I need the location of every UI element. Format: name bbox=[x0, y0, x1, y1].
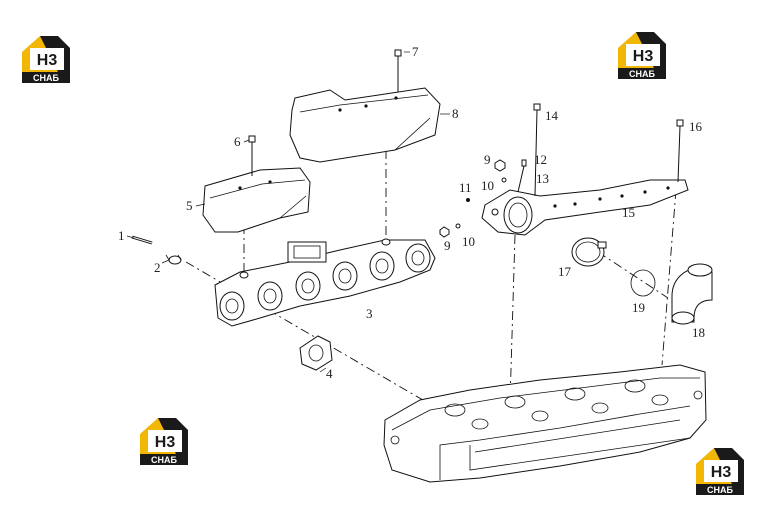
bolt-7 bbox=[394, 49, 402, 92]
logo-text-bottom: CHAБ bbox=[33, 73, 59, 83]
heat-shield-upper bbox=[289, 87, 441, 163]
callout-12: 12 bbox=[534, 152, 547, 167]
brand-logo: H3 CHAБ bbox=[140, 418, 188, 465]
callout-4: 4 bbox=[326, 366, 333, 381]
bolt-16 bbox=[676, 119, 684, 183]
callout-11: 11 bbox=[459, 180, 472, 195]
heat-shield-lower bbox=[202, 167, 311, 233]
logo-text-top: H3 bbox=[37, 52, 58, 69]
assembly-line bbox=[185, 261, 441, 411]
cylinder-head bbox=[383, 364, 707, 483]
assembly-line bbox=[597, 251, 669, 299]
bolt-6 bbox=[248, 135, 256, 176]
leader-lines bbox=[126, 51, 450, 373]
bolt-14 bbox=[533, 103, 541, 197]
callout-19: 19 bbox=[632, 300, 645, 315]
brand-logo: H3 CHAБ bbox=[22, 36, 70, 83]
assembly-line bbox=[661, 189, 677, 366]
stud-1 bbox=[131, 235, 153, 245]
logo-text-top: H3 bbox=[711, 464, 732, 481]
callout-8: 8 bbox=[452, 106, 459, 121]
logo-text-bottom: CHAБ bbox=[151, 455, 177, 465]
callout-1: 1 bbox=[118, 228, 125, 243]
callout-7: 7 bbox=[412, 44, 419, 59]
elbow-18 bbox=[671, 263, 713, 325]
brand-logo: H3 CHAБ bbox=[696, 448, 744, 495]
manifold-15 bbox=[481, 179, 689, 236]
brand-logo: H3 CHAБ bbox=[618, 32, 666, 79]
callout-13: 13 bbox=[536, 171, 549, 186]
callout-6: 6 bbox=[234, 134, 241, 149]
logo-text-top: H3 bbox=[633, 48, 654, 65]
logo-text-top: H3 bbox=[155, 434, 176, 451]
callout-5: 5 bbox=[186, 198, 193, 213]
callout-10: 10 bbox=[481, 178, 494, 193]
callout-labels: 1 2 3 4 5 6 7 8 9 10 11 12 13 14 15 16 1… bbox=[118, 44, 705, 381]
callout-9: 9 bbox=[484, 152, 491, 167]
callout-2: 2 bbox=[154, 260, 161, 275]
callout-17: 17 bbox=[558, 264, 572, 279]
logo-text-bottom: CHAБ bbox=[629, 69, 655, 79]
callout-3: 3 bbox=[366, 306, 373, 321]
small-hardware bbox=[439, 159, 527, 238]
callout-9-lower: 9 bbox=[444, 238, 451, 253]
exhaust-manifold bbox=[214, 238, 436, 327]
callout-18: 18 bbox=[692, 325, 705, 340]
o-ring-19 bbox=[630, 269, 656, 297]
callout-14: 14 bbox=[545, 108, 559, 123]
callout-10-lower: 10 bbox=[462, 234, 475, 249]
callout-15: 15 bbox=[622, 205, 635, 220]
callout-16: 16 bbox=[689, 119, 703, 134]
spacer-2 bbox=[165, 254, 182, 265]
clamp-17 bbox=[571, 237, 607, 267]
gasket-4 bbox=[299, 335, 333, 371]
logo-text-bottom: CHAБ bbox=[707, 485, 733, 495]
